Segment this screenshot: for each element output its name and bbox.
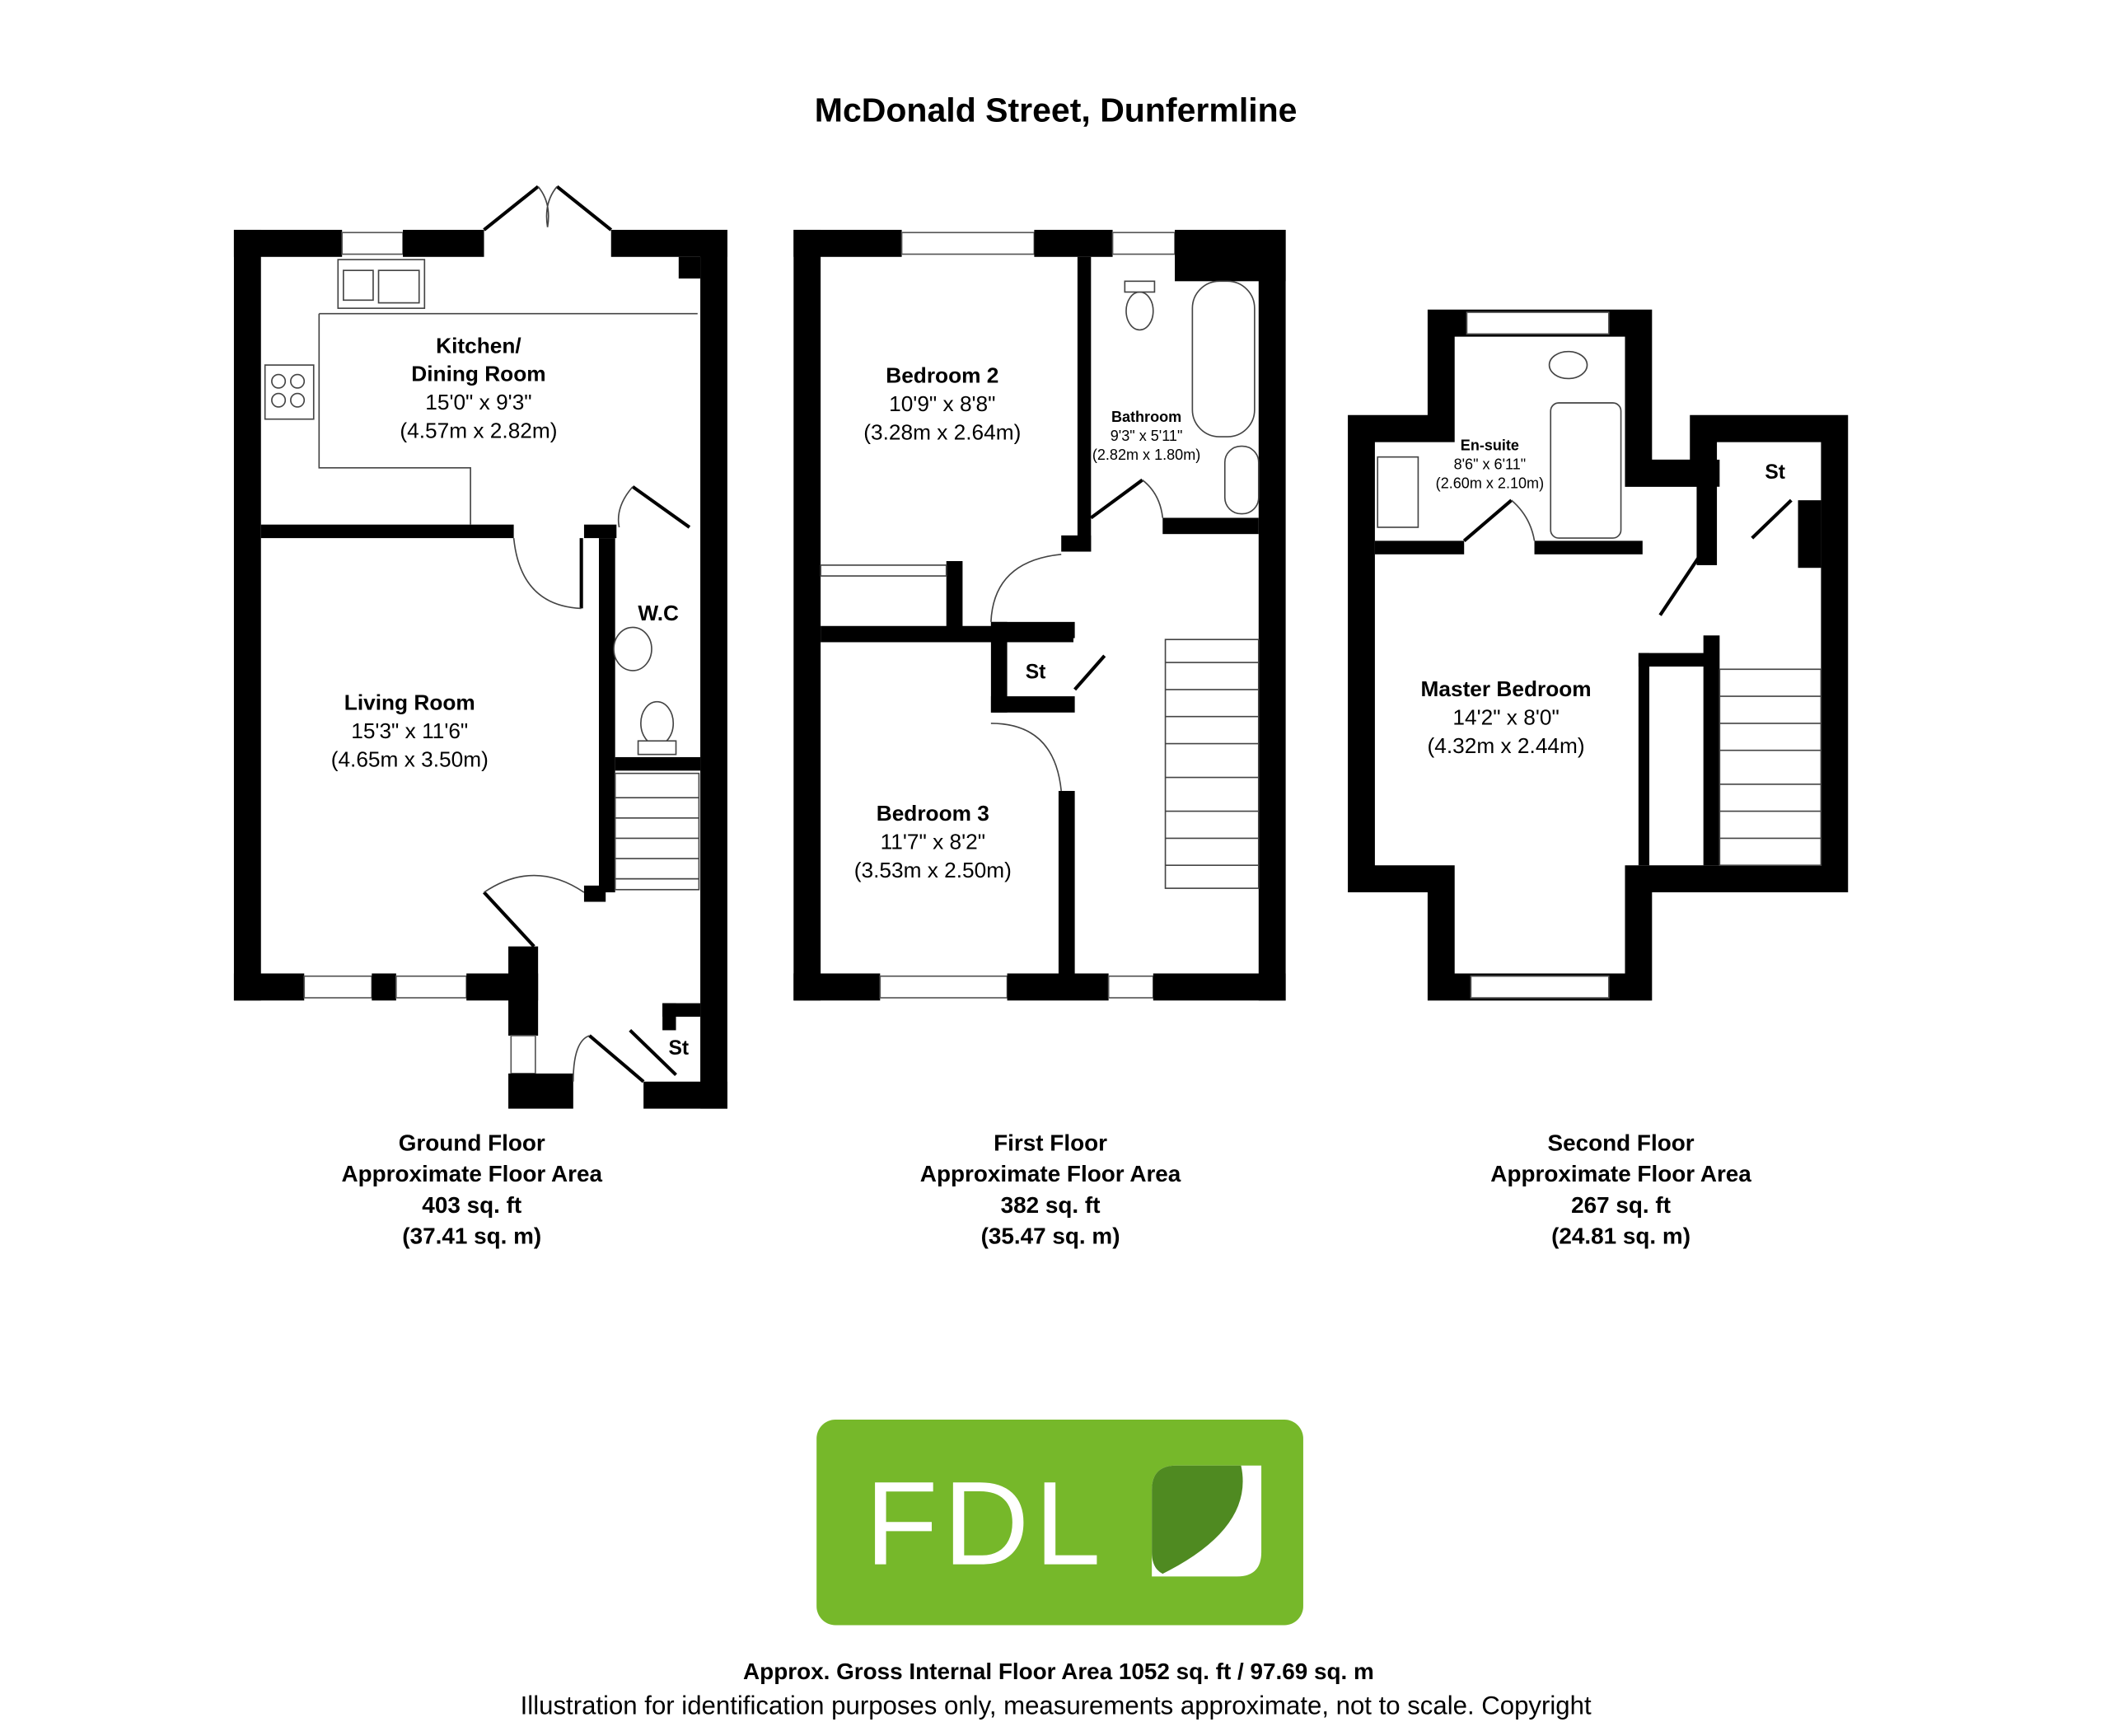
first-floor-caption: First Floor Approximate Floor Area 382 s… bbox=[920, 1130, 1181, 1248]
page-title: McDonald Street, Dunfermline bbox=[815, 91, 1298, 129]
room-size-living: 15'3" x 11'6" bbox=[351, 718, 468, 743]
floor-area-sqft: 382 sq. ft bbox=[1001, 1192, 1101, 1218]
room-label-store: St bbox=[1026, 662, 1046, 684]
room-metric-bedroom-2: (3.28m x 2.64m) bbox=[863, 419, 1021, 444]
room-size-en-suite: 8'6" x 6'11" bbox=[1454, 456, 1527, 472]
floor-area-label: Approximate Floor Area bbox=[920, 1161, 1181, 1186]
room-label-wc: W.C bbox=[638, 601, 679, 625]
room-label-kitchen-2: Dining Room bbox=[411, 362, 545, 386]
room-metric-bathroom: (2.82m x 1.80m) bbox=[1092, 447, 1200, 463]
room-size-bedroom-3: 11'7" x 8'2" bbox=[881, 830, 985, 854]
room-size-bedroom-2: 10'9" x 8'8" bbox=[889, 391, 995, 416]
room-metric-living: (4.65m x 3.50m) bbox=[331, 746, 489, 771]
room-label-bedroom-2: Bedroom 2 bbox=[886, 363, 998, 387]
room-metric-bedroom-3: (3.53m x 2.50m) bbox=[854, 858, 1012, 882]
floor-name: Ground Floor bbox=[399, 1130, 545, 1155]
room-size-master-bedroom: 14'2" x 8'0" bbox=[1452, 705, 1559, 730]
logo-text: FDL bbox=[865, 1457, 1106, 1590]
room-size-bathroom: 9'3" x 5'11" bbox=[1111, 428, 1183, 444]
floor-name: First Floor bbox=[994, 1130, 1107, 1155]
ground-floor-caption: Ground Floor Approximate Floor Area 403 … bbox=[341, 1130, 602, 1248]
floor-area-sqm: (35.47 sq. m) bbox=[981, 1224, 1120, 1249]
room-label-store: St bbox=[669, 1037, 690, 1060]
gross-area: Approx. Gross Internal Floor Area 1052 s… bbox=[743, 1659, 1374, 1684]
floor-area-sqft: 403 sq. ft bbox=[422, 1192, 521, 1218]
room-size-kitchen: 15'0" x 9'3" bbox=[425, 390, 531, 414]
first-floor-plan: Bedroom 2 10'9" x 8'8" (3.28m x 2.64m) B… bbox=[793, 229, 1286, 1001]
ground-floor-plan: Kitchen/ Dining Room 15'0" x 9'3" (4.57m… bbox=[233, 185, 727, 1109]
room-label-bathroom: Bathroom bbox=[1111, 409, 1181, 425]
room-metric-kitchen: (4.57m x 2.82m) bbox=[400, 419, 557, 443]
floor-name: Second Floor bbox=[1548, 1130, 1695, 1155]
second-floor-plan: En-suite 8'6" x 6'11" (2.60m x 2.10m) Ma… bbox=[1348, 309, 1849, 1001]
disclaimer: Illustration for identification purposes… bbox=[521, 1692, 1592, 1720]
fdl-logo: FDL bbox=[816, 1420, 1303, 1626]
room-label-en-suite: En-suite bbox=[1461, 437, 1519, 453]
floor-area-sqm: (24.81 sq. m) bbox=[1551, 1224, 1690, 1249]
room-label-kitchen: Kitchen/ bbox=[436, 333, 521, 358]
room-metric-master-bedroom: (4.32m x 2.44m) bbox=[1428, 733, 1585, 758]
room-label-master-bedroom: Master Bedroom bbox=[1421, 676, 1592, 701]
leaf-icon bbox=[1152, 1465, 1262, 1577]
floor-area-sqm: (37.41 sq. m) bbox=[402, 1224, 541, 1249]
room-label-bedroom-3: Bedroom 3 bbox=[877, 801, 989, 826]
floor-area-label: Approximate Floor Area bbox=[1490, 1161, 1751, 1186]
floor-area-sqft: 267 sq. ft bbox=[1571, 1192, 1671, 1218]
room-label-store: St bbox=[1765, 461, 1785, 484]
room-metric-en-suite: (2.60m x 2.10m) bbox=[1436, 475, 1544, 491]
second-floor-caption: Second Floor Approximate Floor Area 267 … bbox=[1490, 1130, 1751, 1248]
room-label-living: Living Room bbox=[344, 690, 475, 715]
floor-area-label: Approximate Floor Area bbox=[341, 1161, 602, 1186]
